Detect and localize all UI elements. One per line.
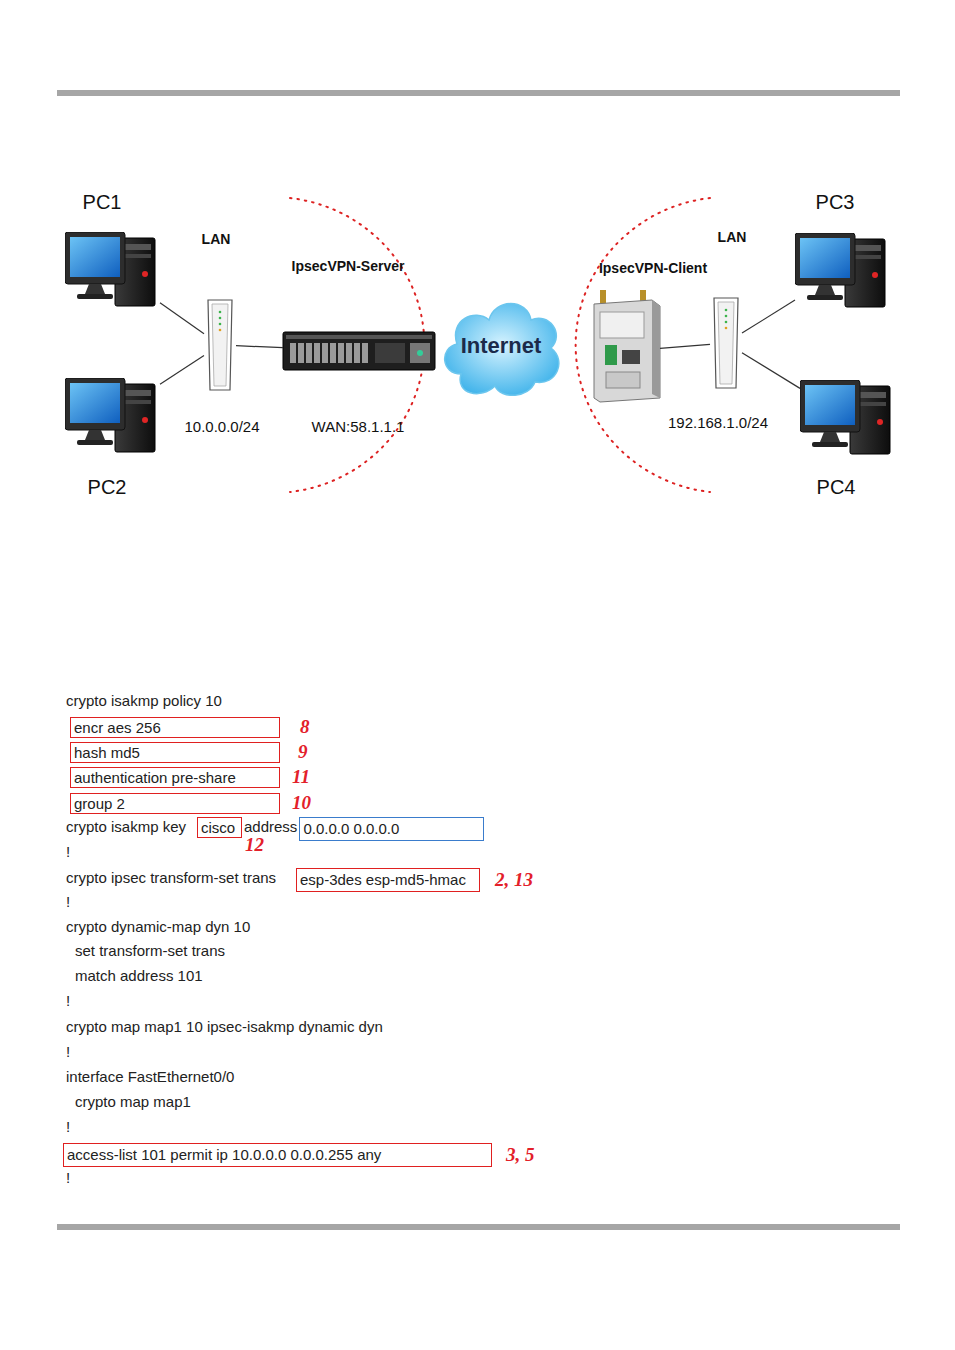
config-line: access-list 101 permit ip 10.0.0.0 0.0.0… [67,1146,381,1164]
switch-icon [208,300,232,390]
config-line: crypto ipsec transform-set trans [66,869,276,887]
config-line: ! [66,1118,70,1136]
network-link [236,346,283,348]
config-line: encr aes 256 [74,719,161,737]
config-line: match address 101 [75,967,203,985]
internet-cloud: Internet [437,290,565,402]
callout-number: 3, 5 [506,1145,535,1165]
switch-node: LAN192.168.1.0/24 [710,296,742,390]
cloud-outline [445,304,559,396]
config-line: crypto isakmp key [66,818,186,836]
network-link [160,303,204,334]
highlight-box: access-list 101 permit ip 10.0.0.0 0.0.0… [63,1143,492,1167]
network-link [742,353,800,389]
config-line: ! [66,893,70,911]
config-line: address [244,818,297,836]
router-node: IpsecVPN-Client [594,300,660,402]
node-label: LAN [202,231,231,247]
callout-number: 9 [298,742,308,762]
node-label: 192.168.1.0/24 [668,414,768,431]
node-label: PC1 [83,191,122,214]
config-line: authentication pre-share [74,769,236,787]
highlight-box: authentication pre-share [70,767,280,788]
config-line: esp-3des esp-md5-hmac [300,871,466,889]
callout-number: 11 [292,767,310,787]
pc-node: PC1 [65,232,160,307]
config-line: hash md5 [74,744,140,762]
node-label: PC4 [817,476,856,499]
highlight-box: hash md5 [70,742,280,763]
config-line: cisco [201,819,235,837]
footer-rule [57,1224,900,1230]
highlight-box: group 2 [70,793,280,814]
node-label: PC3 [816,191,855,214]
node-label: 10.0.0.0/24 [184,418,259,435]
zone-boundary [290,198,424,492]
highlight-box: cisco [197,817,242,838]
callout-number: 8 [300,717,310,737]
config-line: ! [66,1043,70,1061]
node-label: WAN:58.1.1.1 [312,418,405,435]
config-line: 0.0.0.0 0.0.0.0 [303,820,399,838]
highlight-box: 0.0.0.0 0.0.0.0 [299,817,484,841]
config-line: group 2 [74,795,125,813]
callout-number: 10 [292,793,311,813]
config-line: crypto dynamic-map dyn 10 [66,918,250,936]
pc-icon [800,380,890,454]
network-link [160,355,204,384]
config-line: crypto map map1 [75,1093,191,1111]
server-icon [283,332,435,370]
pc-node: PC4 [800,380,895,455]
config-line: set transform-set trans [75,942,225,960]
node-label: IpsecVPN-Server [292,258,405,274]
pc-node: PC3 [795,233,890,308]
switch-node: LAN10.0.0.0/24 [204,298,236,392]
pc-icon [795,233,885,307]
server-node: IpsecVPN-ServerWAN:58.1.1.1 [283,332,435,370]
callout-number: 12 [245,835,264,855]
config-line: interface FastEthernet0/0 [66,1068,234,1086]
node-label: PC2 [88,476,127,499]
node-label: IpsecVPN-Client [599,260,707,276]
highlight-box: encr aes 256 [70,717,280,738]
callout-number: 2, 13 [495,870,533,890]
highlight-box: esp-3des esp-md5-hmac [296,868,480,892]
router-icon [594,290,660,402]
pc-node: PC2 [65,378,160,453]
network-link [660,344,710,348]
config-line: ! [66,843,70,861]
pc-icon [65,378,155,452]
node-label: LAN [718,229,747,245]
zone-boundary [576,198,710,492]
switch-icon [714,298,738,388]
header-rule [57,90,900,96]
pc-icon [65,232,155,306]
config-line: ! [66,1169,70,1187]
network-link [742,300,795,333]
config-line: ! [66,992,70,1010]
node-label: Internet [461,333,542,359]
config-line: crypto isakmp policy 10 [66,692,222,710]
config-line: crypto map map1 10 ipsec-isakmp dynamic … [66,1018,383,1036]
